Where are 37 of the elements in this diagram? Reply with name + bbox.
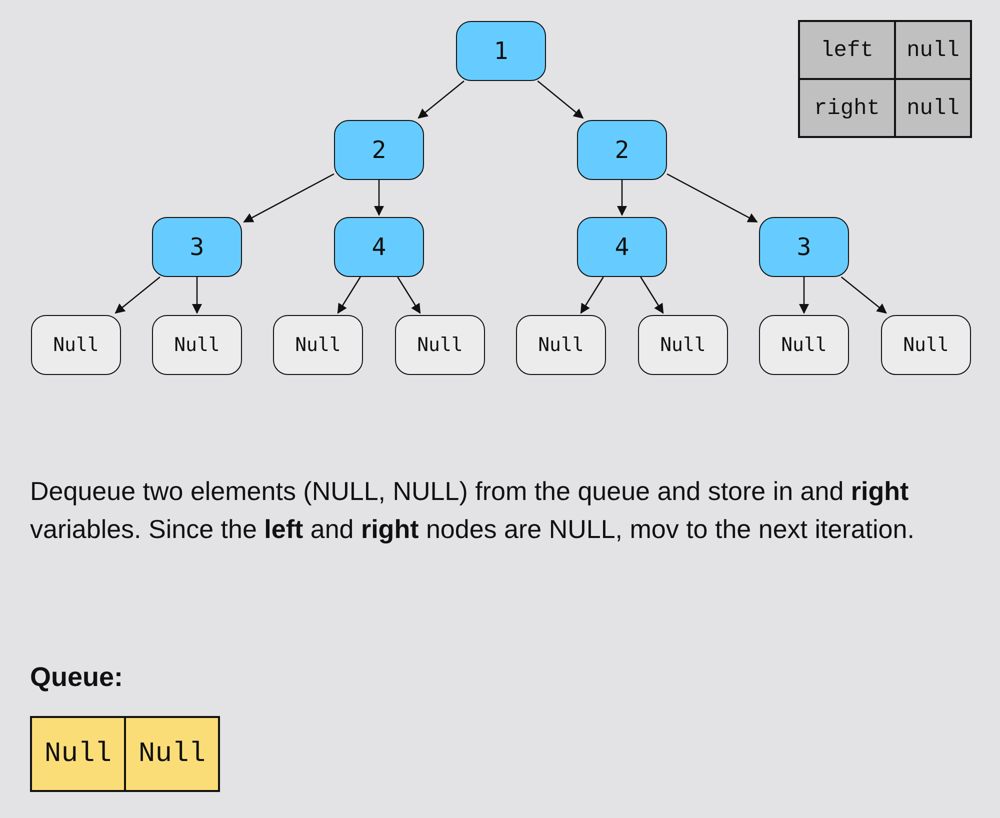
- tree-node: 3: [152, 217, 242, 277]
- table-cell: null: [895, 21, 971, 79]
- arrow: [114, 276, 160, 314]
- arrow: [243, 173, 334, 223]
- arrow: [192, 277, 202, 314]
- table-cell: null: [895, 79, 971, 137]
- arrow: [337, 276, 361, 314]
- arrow: [374, 180, 384, 216]
- null-node: Null: [516, 315, 606, 375]
- null-node: Null: [152, 315, 242, 375]
- tree-node: 1: [456, 21, 546, 81]
- arrow: [397, 276, 421, 314]
- arrow: [617, 180, 627, 216]
- tree-node: 2: [577, 120, 667, 180]
- arrow: [799, 277, 809, 314]
- tree-node: 2: [334, 120, 424, 180]
- queue-cell: Null: [31, 717, 125, 791]
- arrow: [666, 173, 758, 223]
- description-text: Dequeue two elements (NULL, NULL) from the queue and store in and right variables. Since the left and right nodes are NULL, mov to the next iteration.: [30, 475, 916, 546]
- arrow: [640, 276, 664, 314]
- tree-node: 3: [759, 217, 849, 277]
- null-node: Null: [881, 315, 971, 375]
- tree-node: 4: [334, 217, 424, 277]
- table-cell: right: [799, 79, 895, 137]
- tree-node: 4: [577, 217, 667, 277]
- null-node: Null: [31, 315, 121, 375]
- arrow: [418, 80, 464, 119]
- queue-heading: Queue:: [30, 662, 124, 693]
- null-node: Null: [759, 315, 849, 375]
- null-node: Null: [395, 315, 485, 375]
- null-node: Null: [273, 315, 363, 375]
- null-node: Null: [638, 315, 728, 375]
- arrow: [580, 276, 604, 314]
- table-cell: left: [799, 21, 895, 79]
- queue-cell: Null: [125, 717, 219, 791]
- arrow: [840, 276, 887, 314]
- arrow: [537, 80, 584, 119]
